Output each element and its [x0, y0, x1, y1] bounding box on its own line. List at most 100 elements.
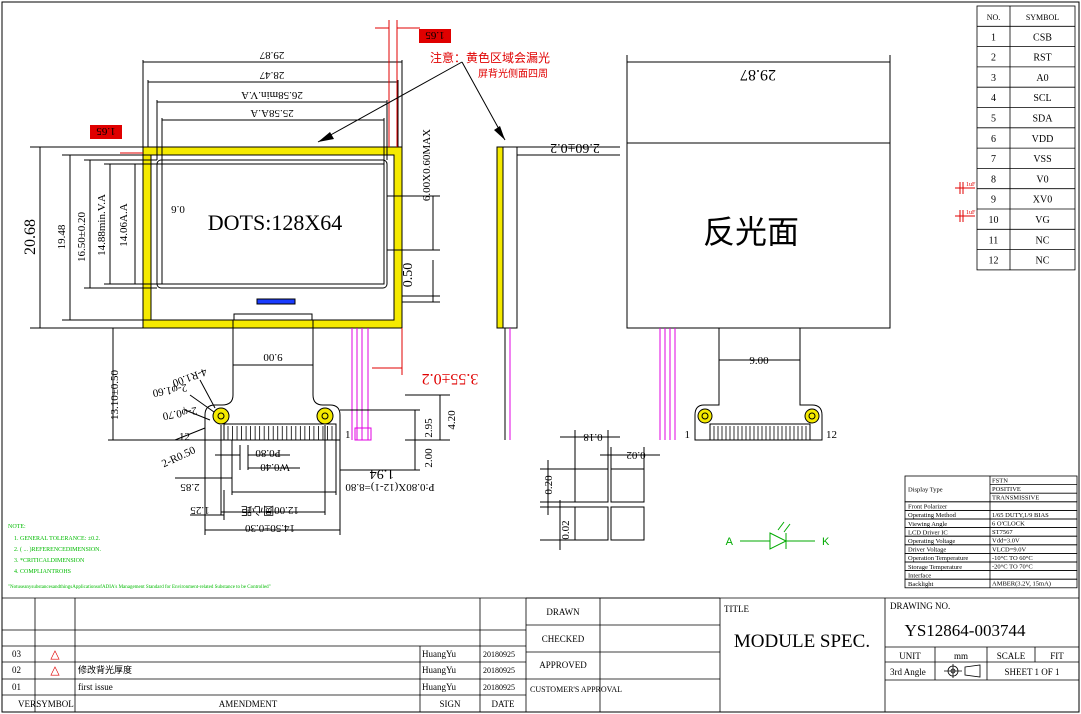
approval-cols	[599, 598, 721, 712]
note-5: "NotuseanysubstancesandthingsApplication…	[8, 585, 271, 590]
symbol-table-cell-symbol: RST	[1033, 53, 1051, 64]
spec-label: Operation Temperature	[908, 555, 968, 562]
rev-sign: HuangYu	[422, 682, 456, 692]
symbol-table-header-no: NO.	[987, 13, 1001, 22]
spec-label: Operating Voltage	[908, 538, 955, 545]
rev-symbol: △	[50, 663, 60, 677]
dim-fpc-9	[232, 340, 314, 370]
spec-row	[904, 578, 1078, 589]
glass-outline	[150, 154, 395, 321]
front-view	[30, 20, 450, 535]
back-hole-right	[804, 408, 820, 424]
rev-ver: 03	[12, 649, 22, 659]
note-4: 4. COMPLIANTROHS	[14, 569, 71, 575]
rev-date: 20180925	[483, 650, 515, 659]
symbol-table-cell-no: 1	[991, 32, 996, 43]
symbol-table-header-symbol: SYMBOL	[1026, 13, 1059, 22]
customer-approval-label: CUSTOMER'S APPROVAL	[530, 685, 622, 694]
dim-2-95	[340, 409, 420, 440]
pixel-1	[574, 468, 609, 503]
symbol-table-cell-no: 11	[989, 235, 999, 246]
spec-label: Display Type	[908, 486, 943, 493]
symbol-table-cell-no: 3	[991, 73, 996, 84]
dim-2-60-lines	[517, 146, 620, 156]
pixel-dims-top	[560, 430, 660, 469]
side-backlight	[496, 146, 504, 329]
back-hole-left	[697, 408, 713, 424]
back-hole-right-inner	[808, 412, 816, 420]
dim-1-65-left-label: 1.65	[96, 125, 116, 137]
back-view: 29.87 反光面 9.00 1 12	[626, 55, 891, 441]
annotation-leader	[317, 61, 506, 143]
spec-value: ST7567	[992, 529, 1013, 536]
symbol-table-cell-symbol: NC	[1036, 235, 1050, 246]
angle-label: 3rd Angle	[890, 667, 926, 677]
dim-20-68-label: 20.68	[22, 219, 39, 255]
phi0-70-label: 2-φ0.70	[161, 404, 198, 422]
light-leak-annotation: 注意：黄色区域会漏光 屏背光侧面四周	[317, 50, 550, 143]
side-view: 2.60±0.2	[496, 140, 620, 440]
dim-16-50	[84, 159, 157, 289]
viewing-area	[156, 159, 388, 289]
approval-rows	[526, 597, 720, 680]
backlight-pad	[354, 427, 372, 441]
dim-3-55-label: 3.55±0.2	[422, 370, 479, 387]
dim-19-48-label: 19.48	[56, 224, 68, 249]
dim-0-02-left-label: 0.02	[560, 520, 572, 539]
side-glass	[502, 146, 518, 329]
spec-value: Vdd=3.0V	[992, 538, 1020, 545]
symbol-table-cell-symbol: CSB	[1033, 32, 1052, 43]
spec-label: Viewing Angle	[908, 521, 947, 528]
approved-label: APPROVED	[539, 660, 587, 670]
backlight-leads	[351, 328, 369, 440]
symbol-table-cell-symbol: NC	[1036, 256, 1050, 267]
dim-4-20-label: 4.20	[446, 410, 458, 430]
rev-amendment: 修改背光厚度	[78, 664, 132, 675]
rev-amendment: first issue	[78, 682, 113, 692]
dim-19-48	[62, 154, 151, 321]
rev-sign: HuangYu	[422, 665, 456, 675]
capacitor-icon-1	[955, 182, 975, 194]
rev-date: 20180925	[483, 683, 515, 692]
rev-columns	[34, 598, 527, 712]
scale-value: FIT	[1050, 651, 1064, 661]
dim-0-80	[215, 445, 290, 470]
symbol-table-cell-symbol: VDD	[1032, 134, 1054, 145]
cap-label-1: 1uF	[966, 182, 976, 188]
dim-1-65-top	[375, 20, 420, 147]
dim-2-00	[340, 440, 420, 471]
dim-0-80-label: P0.80	[255, 447, 281, 459]
title-value: MODULE SPEC.	[734, 631, 870, 652]
led-diode-icon	[740, 532, 815, 550]
red-label-bg-top	[419, 29, 451, 43]
dim-12-00	[220, 425, 326, 515]
rev-ver: 02	[12, 665, 21, 675]
dim-26-58	[156, 100, 388, 160]
back-hole-left-inner	[701, 412, 709, 420]
dim-0-20-label: 0.20	[543, 475, 555, 495]
pixel-2	[610, 468, 645, 503]
dim-25-58	[161, 118, 385, 164]
back-fpc-9-label: 9.00	[749, 355, 769, 367]
dim-pitch-label: P:0.80X(12-1)=8.80	[345, 481, 435, 493]
rev-footer-sign: SIGN	[439, 699, 461, 709]
dim-13-10-label: 13.10±0.50	[109, 369, 121, 420]
r0-50-label: 2-R0.50	[160, 444, 198, 470]
back-pin-12: 12	[826, 429, 837, 441]
symbol-table-cell-no: 10	[989, 215, 999, 226]
spec-value: VLCD=9.0V	[992, 546, 1026, 553]
dim-14-88	[104, 163, 162, 285]
scale-label: SCALE	[997, 651, 1026, 661]
dim-14-50-label: 14.50±0.30	[244, 522, 295, 534]
spec-label: LCD Driver IC	[908, 529, 948, 536]
dim-14-06	[130, 163, 162, 284]
led-light-icon	[777, 521, 791, 533]
symbol-table-cell-no: 4	[991, 93, 996, 104]
symbol-table-cell-no: 8	[991, 174, 996, 185]
checked-label: CHECKED	[542, 634, 585, 644]
spec-value: AMBER(3.2V, 15mA)	[992, 581, 1051, 588]
